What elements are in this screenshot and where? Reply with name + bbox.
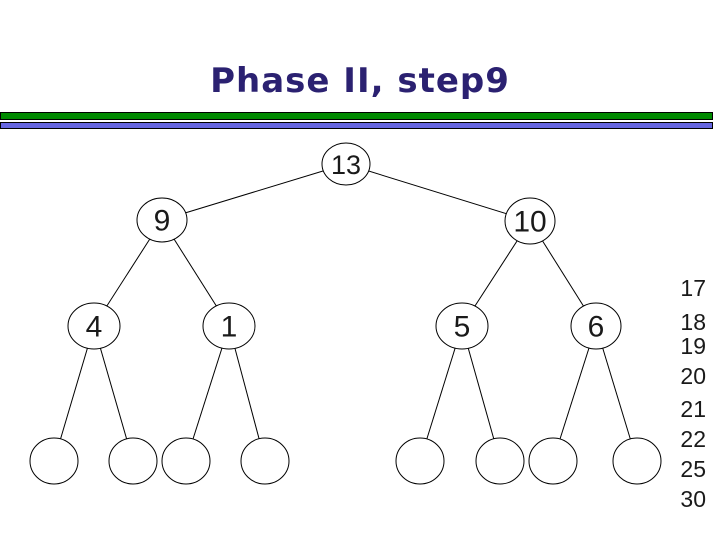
tree-leaf-circle-1 — [29, 437, 79, 485]
side-number: 30 — [680, 486, 706, 512]
tree-node-circle-root — [321, 142, 371, 186]
tree-leaf-circle-5 — [395, 437, 445, 485]
tree-node-label-4: 4 — [86, 311, 103, 344]
side-number: 21 — [680, 396, 706, 422]
tree-node-circle-4 — [67, 302, 121, 350]
tree-node-label-root: 13 — [331, 150, 361, 180]
tree-leaf-circle-6 — [475, 437, 525, 485]
tree-node-label-6: 6 — [588, 311, 605, 344]
tree-leaf-circle-2 — [108, 437, 158, 485]
tree-node-label-9: 9 — [154, 205, 171, 238]
tree-node-circle-5 — [435, 302, 489, 350]
tree-node-circle-1 — [202, 302, 256, 350]
tree-node-circle-6 — [570, 302, 622, 350]
tree-leaf-circle-4 — [240, 437, 290, 485]
tree-edge-13-10 — [345, 163, 531, 222]
side-number: 17 — [680, 275, 706, 301]
side-number: 19 — [680, 333, 706, 359]
slide-title: Phase II, step9 — [210, 61, 510, 101]
divider-bar-green — [0, 112, 713, 120]
divider-bar-blue — [0, 122, 713, 129]
tree-leaf-circle-8 — [612, 437, 662, 485]
side-number: 18 — [680, 309, 706, 335]
tree-node-label-10: 10 — [513, 206, 546, 239]
tree-node-circle-9 — [136, 197, 188, 243]
tree-node-label-5: 5 — [454, 311, 471, 344]
side-number-list: 17 18 19 20 21 22 25 30 — [662, 0, 706, 540]
tree-node-circle-10 — [504, 197, 556, 245]
tree-edge-13-9 — [161, 163, 347, 221]
tree-leaf-circle-3 — [161, 437, 211, 485]
tree-leaf-circle-7 — [528, 437, 578, 485]
side-number: 25 — [680, 456, 706, 482]
side-number: 20 — [680, 363, 706, 389]
side-number: 22 — [680, 426, 706, 452]
tree-node-label-1: 1 — [221, 311, 238, 344]
